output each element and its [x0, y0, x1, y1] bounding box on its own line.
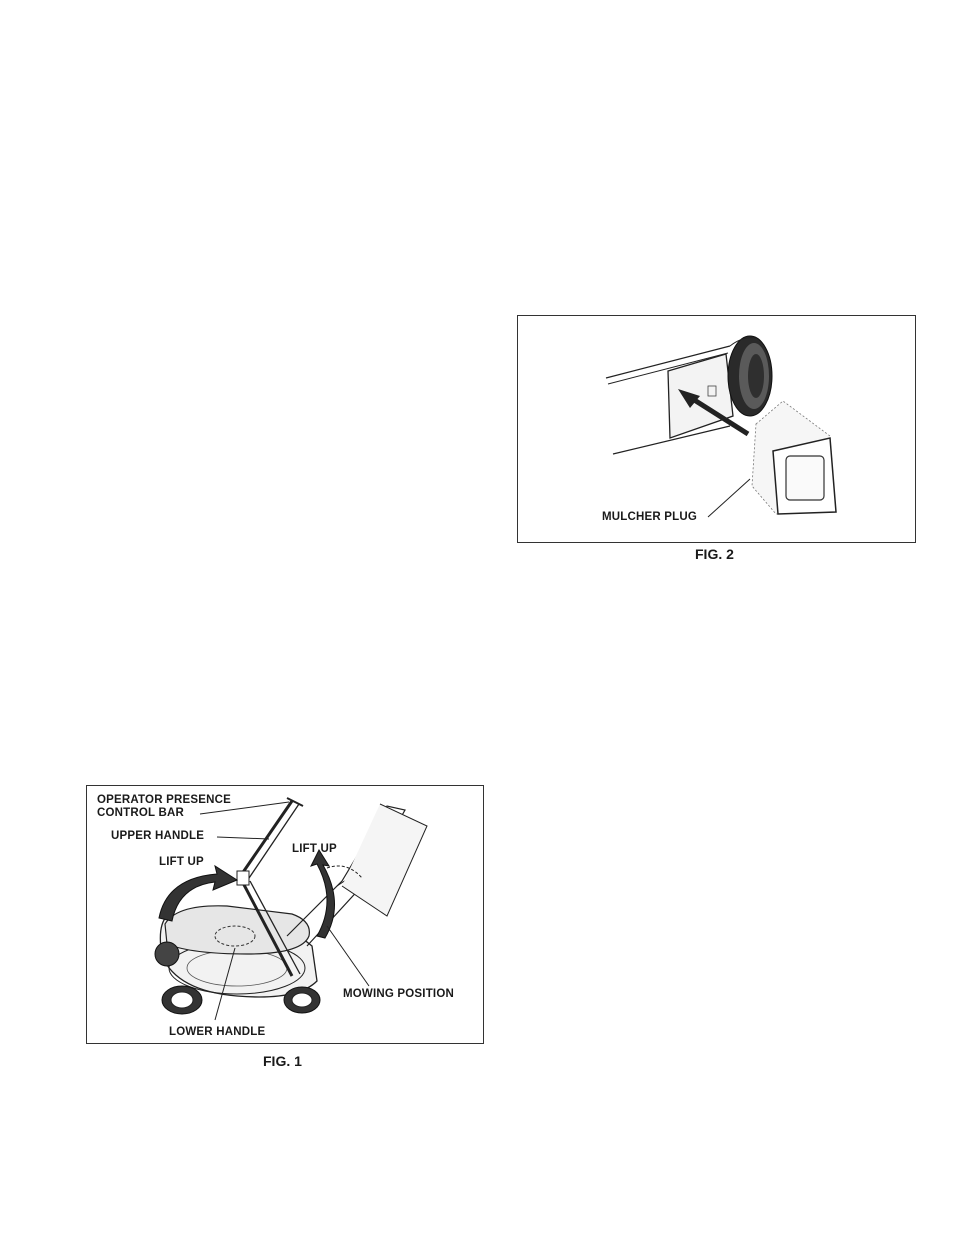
lower-handle-label: LOWER HANDLE [169, 1026, 265, 1039]
figure-2-caption: FIG. 2 [695, 546, 734, 562]
mulcher-plug-illustration [518, 316, 915, 542]
lift-up-right-label: LIFT UP [292, 843, 337, 856]
figure-1-caption: FIG. 1 [263, 1053, 302, 1069]
mulcher-plug-label: MULCHER PLUG [602, 511, 697, 524]
lawn-mower-handle-illustration [87, 786, 483, 1043]
operator-presence-label-line2: CONTROL BAR [97, 807, 184, 820]
upper-handle-label: UPPER HANDLE [111, 830, 204, 843]
mowing-position-label: MOWING POSITION [343, 988, 454, 1001]
operator-presence-label-line1: OPERATOR PRESENCE [97, 794, 231, 807]
figure-1-frame: OPERATOR PRESENCE CONTROL BAR UPPER HAND… [86, 785, 484, 1044]
figure-2-frame: MULCHER PLUG [517, 315, 916, 543]
lift-up-left-label: LIFT UP [159, 856, 204, 869]
